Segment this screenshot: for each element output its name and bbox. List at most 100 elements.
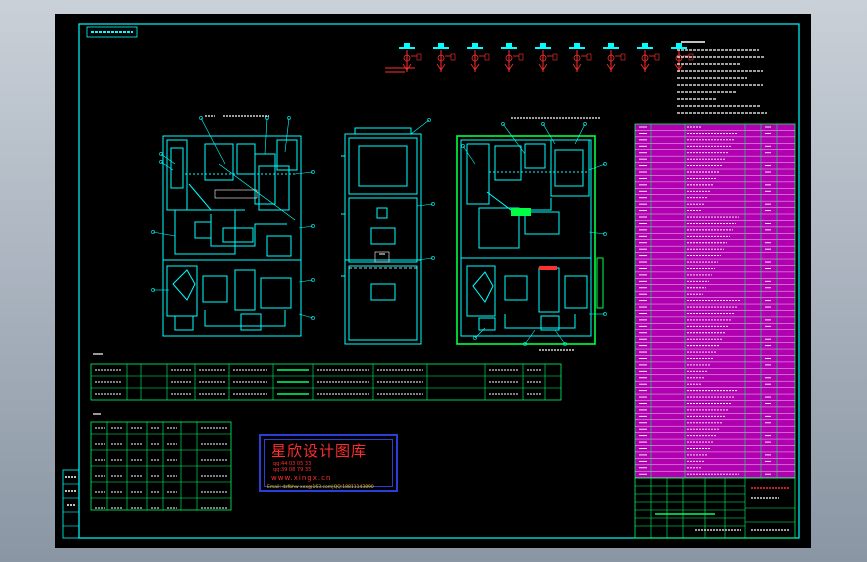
main-table-border <box>90 363 562 401</box>
leader-line <box>588 163 606 171</box>
left-margin-strip <box>62 469 80 539</box>
parts-list <box>634 123 796 479</box>
title-block <box>634 477 796 539</box>
drawing-canvas: 星欣设计图库 qq:44 03 05 33 qq:39 08 79 35 www… <box>55 14 811 548</box>
feeder-head <box>506 43 512 48</box>
leader-line <box>588 231 606 235</box>
ct-symbol <box>552 53 558 61</box>
leader-balloon <box>311 278 315 282</box>
leader-balloon <box>583 122 587 126</box>
panel-front-elevation <box>341 127 422 345</box>
leader-line <box>298 279 314 283</box>
watermark-title: 星欣设计图库 <box>271 442 368 460</box>
leader-balloon <box>431 202 435 206</box>
leader-line <box>416 257 434 261</box>
panel-section-view-right <box>456 135 604 345</box>
watermark-stamp: 星欣设计图库 qq:44 03 05 33 qq:39 08 79 35 www… <box>259 434 398 492</box>
ct-symbol <box>518 53 524 61</box>
feeder-head <box>642 43 648 48</box>
leader-line <box>152 231 176 237</box>
leader-line <box>554 329 566 345</box>
leader-balloon <box>427 118 431 122</box>
leader-balloon <box>159 160 163 164</box>
leader-line <box>574 123 586 145</box>
arrester-symbol <box>572 63 582 71</box>
leader-lines <box>151 115 607 351</box>
leader-balloon <box>311 224 315 228</box>
leader-balloon <box>151 230 155 234</box>
breaker-symbol <box>573 54 581 62</box>
leader-line <box>200 117 226 165</box>
leader-balloon <box>501 122 505 126</box>
watermark-qq2: qq:39 08 79 35 <box>273 467 312 473</box>
arrester-symbol <box>436 63 446 71</box>
leader-balloon <box>151 288 155 292</box>
leader-balloon <box>603 312 607 316</box>
leader-balloon <box>473 336 477 340</box>
feeder-head <box>574 43 580 48</box>
leader-balloon <box>311 316 315 320</box>
panel-section-view-left <box>162 135 302 337</box>
leader-balloon <box>563 342 567 346</box>
leader-balloon <box>523 342 527 346</box>
leader-line <box>410 119 430 135</box>
feeder-head <box>540 43 546 48</box>
arrester-symbol <box>402 63 412 71</box>
leader-balloon <box>461 144 465 148</box>
arrester-symbol <box>504 63 514 71</box>
breaker-symbol <box>641 54 649 62</box>
leader-line <box>542 123 556 145</box>
leader-line <box>502 123 526 155</box>
breaker-symbol <box>539 54 547 62</box>
ct-symbol <box>450 53 456 61</box>
leader-line <box>474 327 486 339</box>
leader-balloon <box>541 122 545 126</box>
leader-line <box>416 203 434 207</box>
leader-balloon <box>603 162 607 166</box>
drawing-number-box <box>86 26 138 38</box>
outer-frame <box>78 23 800 539</box>
ct-symbol <box>484 53 490 61</box>
ct-symbol <box>586 53 592 61</box>
breaker-symbol <box>505 54 513 62</box>
feeder-head <box>608 43 614 48</box>
leader-balloon <box>311 170 315 174</box>
arrester-symbol <box>538 63 548 71</box>
cad-drawing <box>62 23 800 539</box>
component-schedule-table <box>90 353 562 401</box>
arrester-symbol <box>606 63 616 71</box>
breaker-symbol <box>437 54 445 62</box>
watermark-url: www.xingx.cn <box>271 474 332 482</box>
leader-line <box>294 171 314 175</box>
breaker-symbol <box>471 54 479 62</box>
feeder-head <box>472 43 478 48</box>
leader-balloon <box>159 152 163 156</box>
ct-symbol <box>620 53 626 61</box>
leader-line <box>462 145 476 165</box>
arrester-symbol <box>640 63 650 71</box>
feeder-head <box>676 43 682 48</box>
arrester-symbol <box>674 63 684 71</box>
leader-balloon <box>603 232 607 236</box>
ct-schedule-table <box>90 413 232 511</box>
leader-line <box>524 329 536 345</box>
breaker-symbol <box>403 54 411 62</box>
leader-line <box>160 153 176 165</box>
watermark-email: Email: dzfbhw xxx@163.com|QQ:18811143890 <box>267 485 374 490</box>
ct-symbol <box>416 53 422 61</box>
leader-line <box>298 225 314 229</box>
ct-symbol <box>654 53 660 61</box>
stamp-inner-border <box>264 439 393 487</box>
feeder-head <box>404 43 410 48</box>
arrester-symbol <box>470 63 480 71</box>
leader-balloon <box>431 256 435 260</box>
breaker-symbol <box>607 54 615 62</box>
leader-balloon <box>287 116 291 120</box>
watermark-qq1: qq:44 03 05 33 <box>273 461 312 467</box>
leader-line <box>264 117 268 155</box>
feeder-head <box>438 43 444 48</box>
leader-line <box>160 161 174 171</box>
leader-balloon <box>199 116 203 120</box>
leader-line <box>284 117 290 153</box>
single-line-diagram <box>385 43 694 73</box>
